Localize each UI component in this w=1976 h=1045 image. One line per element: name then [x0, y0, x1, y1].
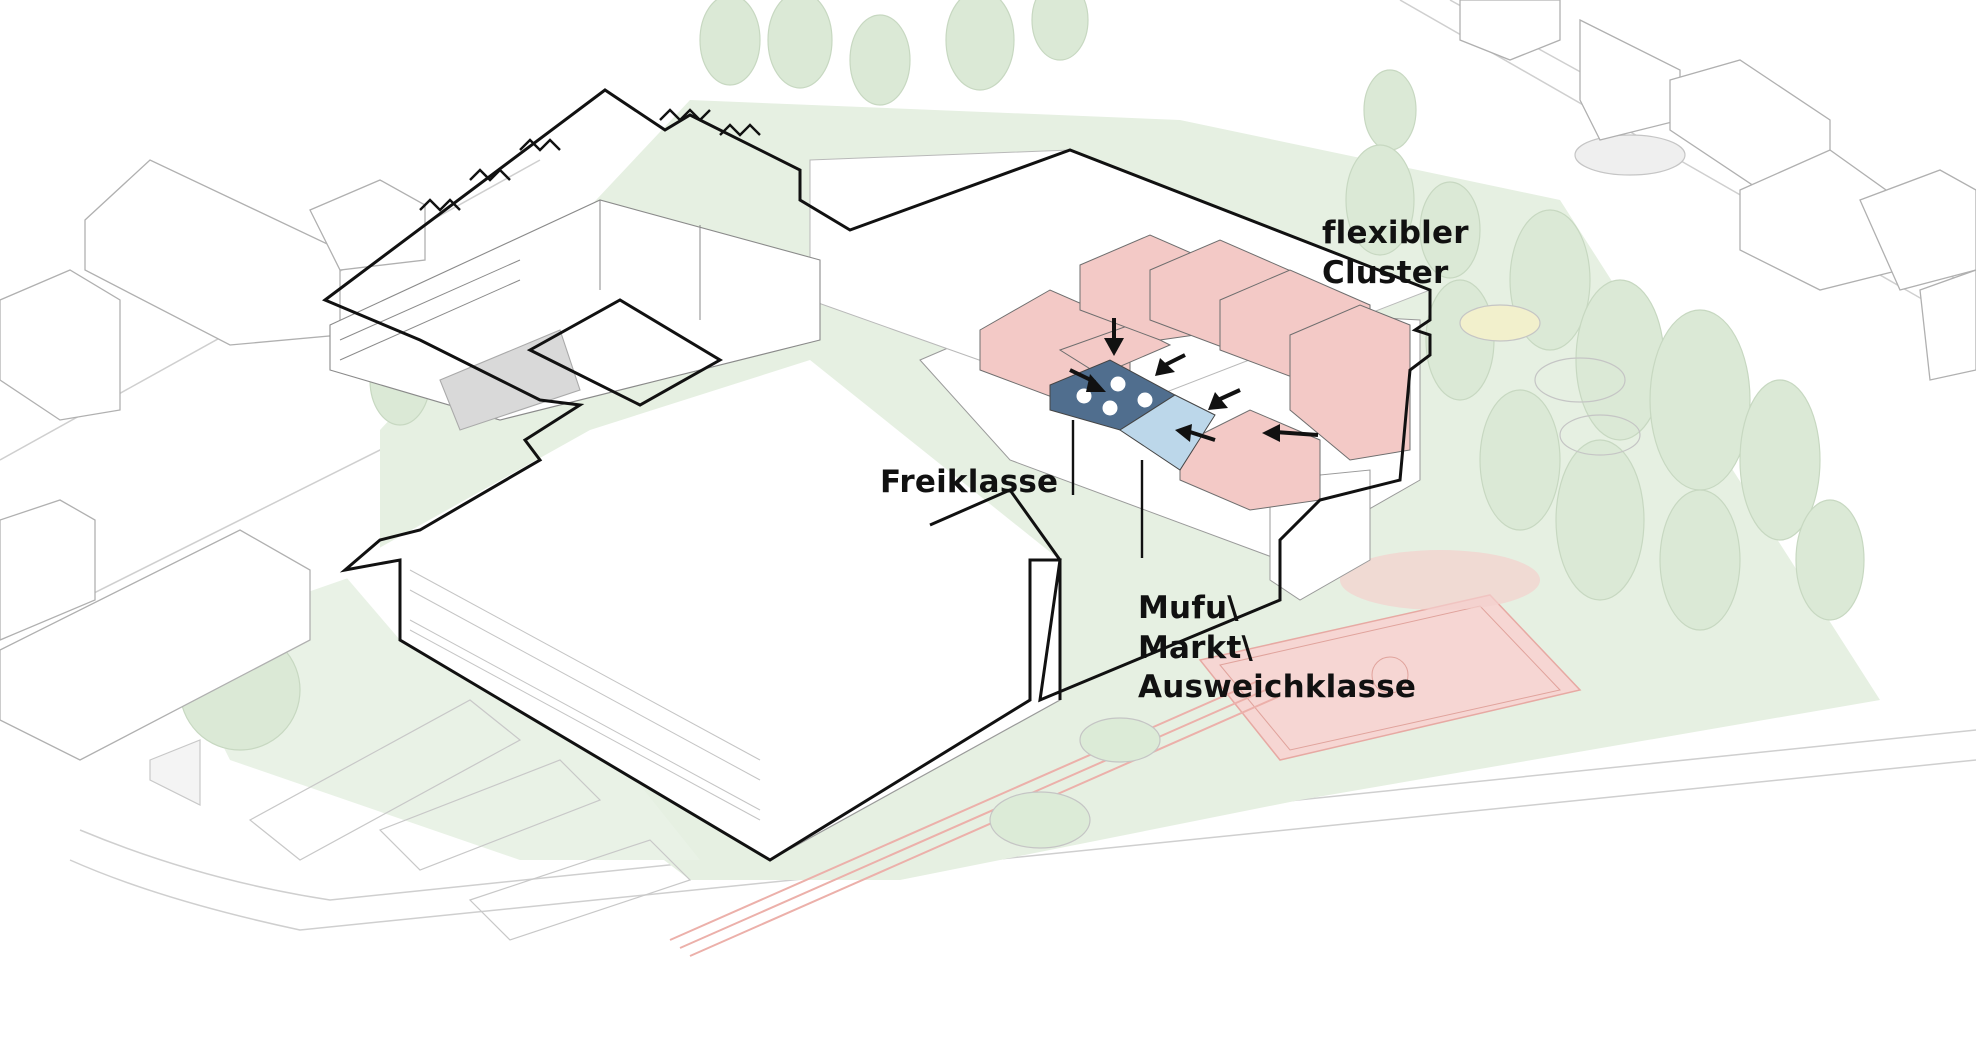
freiklasse-label: Freiklasse [880, 464, 1059, 500]
arrow-left-down-icon-2 [1208, 388, 1241, 410]
historic-school [329, 199, 821, 431]
arrows [1069, 318, 1319, 442]
arrow-down-icon [1104, 318, 1124, 356]
parking-lot [149, 699, 692, 941]
arrow-left-icon-2 [1175, 424, 1216, 442]
cluster-label: flexibler Cluster [1322, 214, 1469, 293]
main-outline [322, 88, 1432, 862]
arrow-left-icon-1 [1262, 424, 1319, 442]
sport-field [1198, 550, 1582, 761]
cluster-label-line1: flexibler [1322, 215, 1469, 251]
mufu-label-line2: Markt\ [1138, 629, 1254, 666]
mufu-label-line3: Ausweichklasse [1138, 669, 1417, 706]
leader-lines [1071, 420, 1144, 558]
neighbour-houses [0, 0, 1976, 761]
mufu-label-line1: Mufu\ [1138, 590, 1239, 626]
mufu-label: Mufu\ Markt\ Ausweichklasse [1138, 589, 1416, 708]
running-track [669, 679, 1281, 957]
cluster-rooms [979, 234, 1411, 511]
roof-dormers [419, 108, 761, 212]
arrow-left-down-icon-1 [1155, 353, 1186, 376]
playground-circles [989, 134, 1686, 849]
cluster-label-line2: Cluster [1322, 254, 1449, 291]
arrow-right-down-icon [1069, 368, 1106, 392]
